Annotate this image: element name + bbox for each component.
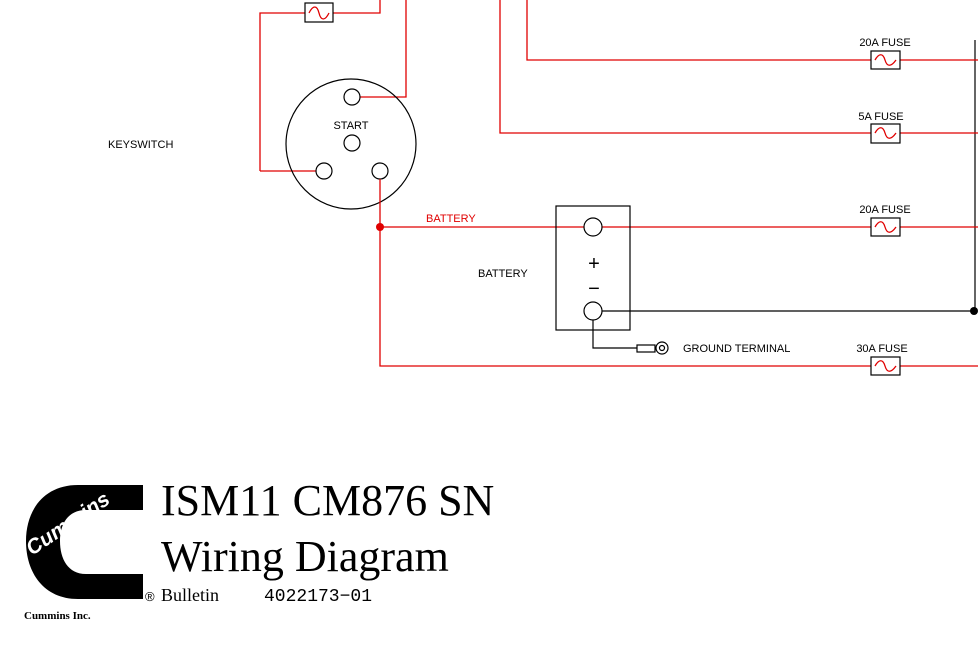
battery-junction-node: [376, 223, 384, 231]
cummins-logo: Cummins: [22, 485, 143, 599]
company-name: Cummins Inc.: [24, 610, 91, 622]
bulletin-label: Bulletin: [161, 585, 219, 605]
battery-wire-label: BATTERY: [426, 213, 476, 225]
wire-5a-feed: [499, 0, 871, 134]
fuse-20a-battery: 20A FUSE: [859, 204, 978, 237]
title-line-1: ISM11 CM876 SN: [161, 476, 494, 525]
wire-negative-to-ground: [592, 320, 637, 349]
fuse-30a-label: 30A FUSE: [856, 343, 907, 355]
registered-mark: ®: [145, 589, 155, 604]
fuse-20a-top: 20A FUSE: [859, 37, 978, 70]
fuse-5a: 5A FUSE: [858, 111, 978, 144]
battery-positive-symbol: +: [588, 253, 600, 275]
top-fuse-symbol: [304, 2, 334, 23]
wire-start-terminal: [360, 0, 407, 98]
cummins-logo-c-shape: [26, 485, 143, 599]
ground-wiring: [592, 40, 976, 349]
fuse-20a-battery-label: 20A FUSE: [859, 204, 910, 216]
ground-terminal-label: GROUND TERMINAL: [683, 343, 790, 355]
battery-label: BATTERY: [478, 268, 528, 280]
keyswitch: START: [285, 78, 417, 210]
battery-wiring: [379, 179, 871, 367]
keyswitch-wiring: [259, 0, 871, 172]
battery-positive-terminal: [583, 217, 603, 237]
keyswitch-left-terminal: [315, 162, 333, 180]
battery-negative-symbol: −: [588, 278, 600, 300]
ground-terminal: [636, 341, 669, 355]
title-line-2: Wiring Diagram: [161, 532, 449, 581]
keyswitch-start-label: START: [333, 120, 368, 132]
bulletin-number: 4022173−01: [264, 587, 372, 607]
keyswitch-body: [285, 78, 417, 210]
keyswitch-right-terminal: [371, 162, 389, 180]
fuse-20a-top-label: 20A FUSE: [859, 37, 910, 49]
wire-keyswitch-left-loop: [259, 12, 305, 171]
ground-bus-node: [970, 307, 978, 315]
wire-top-20a-feed: [526, 0, 871, 61]
battery-negative-terminal: [583, 301, 603, 321]
keyswitch-label: KEYSWITCH: [108, 139, 173, 151]
keyswitch-center-terminal: [343, 134, 361, 152]
wire-top-fuse-right: [333, 0, 381, 14]
fuse-5a-label: 5A FUSE: [858, 111, 903, 123]
battery: + −: [555, 205, 631, 331]
fuse-30a: 30A FUSE: [856, 343, 978, 376]
wire-node-to-30a: [379, 227, 871, 367]
keyswitch-start-terminal: [343, 88, 361, 106]
